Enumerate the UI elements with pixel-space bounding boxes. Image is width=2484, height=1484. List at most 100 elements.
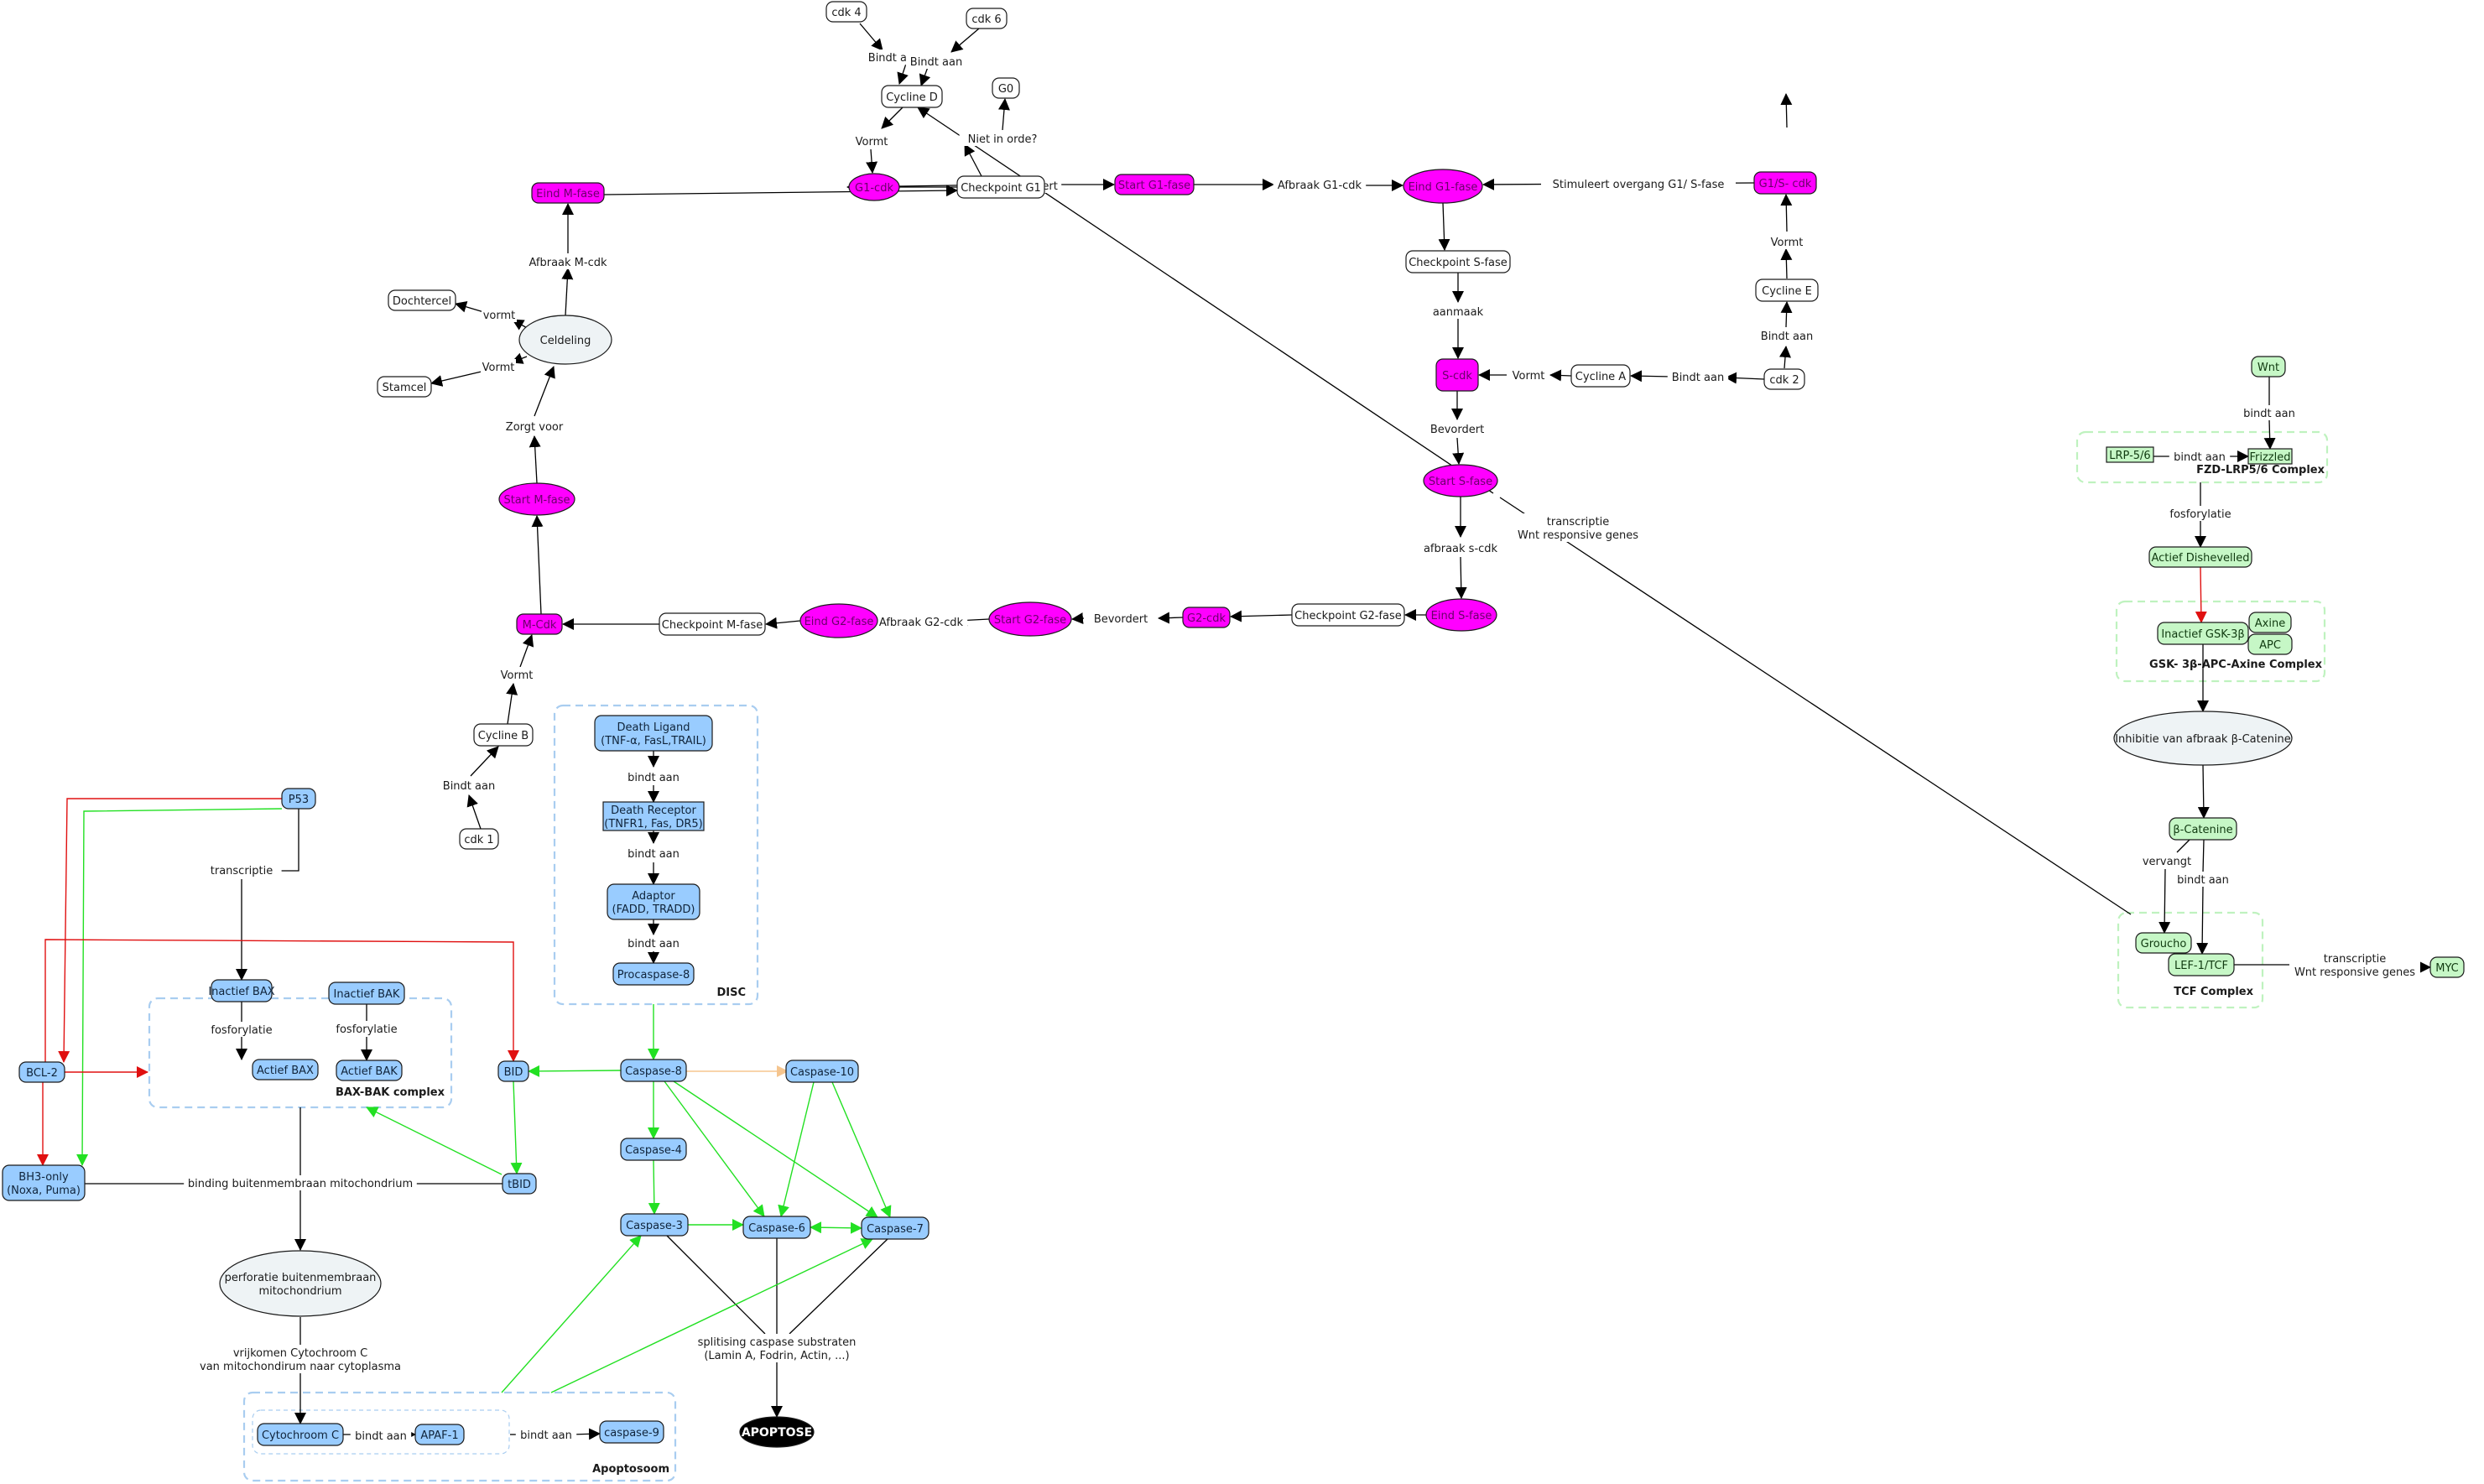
node-deathLigand[interactable]: Death Ligand(TNF-α, FasL,TRAIL) (594, 715, 713, 752)
edge-label: bindt aan (515, 1427, 577, 1442)
node-cdk1[interactable]: cdk 1 (459, 828, 499, 850)
node-shape (211, 979, 273, 1002)
node-inactiefBAK[interactable]: Inactief BAK (328, 982, 405, 1005)
node-caspase9[interactable]: caspase-9 (599, 1420, 664, 1444)
edge-label-text: transcriptie (1547, 516, 1609, 529)
node-g1cdk[interactable]: G1-cdk (848, 173, 900, 201)
node-cdk6[interactable]: cdk 6 (966, 8, 1008, 29)
node-label: mitochondrium (258, 1285, 341, 1298)
node-cyclineB[interactable]: Cycline B (473, 723, 534, 747)
node-g1scdk[interactable]: G1/S- cdk (1753, 171, 1817, 195)
edge-e26b (1071, 612, 1085, 625)
node-startM[interactable]: Start M-fase (498, 482, 575, 516)
node-actiefBAK[interactable]: Actief BAK (336, 1060, 403, 1081)
node-startG1[interactable]: Start G1-fase (1114, 174, 1195, 195)
edge-bc2 (2159, 868, 2171, 934)
node-shape (1435, 358, 1479, 392)
node-eindG1[interactable]: Eind G1-fase (1403, 169, 1483, 204)
node-g0[interactable]: G0 (992, 77, 1020, 99)
node-apaf1[interactable]: APAF-1 (414, 1424, 465, 1445)
node-apoptose[interactable]: APOPTOSE (739, 1416, 815, 1448)
node-bid[interactable]: BID (497, 1060, 529, 1082)
node-shape (336, 1060, 403, 1081)
node-stamcel[interactable]: Stamcel (377, 376, 432, 398)
node-checkpointM[interactable]: Checkpoint M-fase (659, 612, 766, 636)
node-dishevelled[interactable]: Actief Dishevelled (2148, 546, 2252, 568)
node-startG2[interactable]: Start G2-fase (988, 601, 1072, 637)
edge-e20 (1438, 202, 1450, 251)
edge-label-text: splitising caspase substraten (698, 1336, 857, 1349)
node-bcl2[interactable]: BCL-2 (18, 1061, 65, 1083)
node-caspase6[interactable]: Caspase-6 (742, 1216, 811, 1239)
node-deathReceptor[interactable]: Death Receptor(TNFR1, Fas, DR5) (602, 801, 705, 831)
node-label: Groucho (2141, 938, 2187, 950)
node-cdk2[interactable]: cdk 2 (1763, 368, 1805, 390)
node-inactiefBAX[interactable]: Inactief BAX (208, 979, 275, 1002)
node-eindMfase[interactable]: Eind M-fase (531, 182, 605, 204)
node-shape (607, 883, 700, 920)
node-cdk4[interactable]: cdk 4 (825, 1, 867, 23)
node-apc[interactable]: APC (2247, 633, 2293, 655)
node-checkpointG1[interactable]: Checkpoint G1 (956, 175, 1045, 199)
node-groucho[interactable]: Groucho (2135, 932, 2192, 954)
edge-label-text: vormt (483, 310, 516, 322)
node-g2cdk[interactable]: G2-cdk (1182, 607, 1231, 628)
node-p53[interactable]: P53 (281, 788, 316, 810)
group-border (242, 1391, 677, 1482)
node-shape (18, 1061, 65, 1083)
node-celdeling[interactable]: Celdeling (518, 315, 612, 365)
node-checkpointS[interactable]: Checkpoint S-fase (1405, 250, 1511, 273)
node-shape (799, 603, 878, 638)
edge-label-text: fosforylatie (2169, 508, 2231, 521)
node-dochtercel[interactable]: Dochtercel (388, 289, 456, 311)
edge-label-text: transcriptie (211, 865, 273, 877)
node-eindG2[interactable]: Eind G2-fase (799, 603, 878, 638)
node-lrp[interactable]: LRP-5/6 (2106, 446, 2154, 463)
node-caspase4[interactable]: Caspase-4 (620, 1138, 687, 1161)
node-cyclineA[interactable]: Cycline A (1570, 364, 1631, 388)
node-lef1[interactable]: LEF-1/TCF (2168, 953, 2235, 976)
edge-label: transcriptie (201, 862, 282, 877)
edge-label-text: bindt aan (2243, 408, 2295, 420)
node-bcatenine[interactable]: β-Catenine (2169, 817, 2237, 841)
node-gsk3b[interactable]: Inactief GSK-3β (2157, 622, 2249, 645)
node-wnt[interactable]: Wnt (2251, 356, 2286, 378)
edge-label-text: Bindt aan (443, 780, 495, 793)
node-label: G1-cdk (855, 182, 893, 195)
edge-label-text: Bindt aan (910, 56, 962, 69)
node-cyclineD[interactable]: Cycline D (881, 85, 943, 108)
node-inhibitie[interactable]: Inhibitie van afbraak β-Catenine (2113, 711, 2293, 766)
node-caspase3[interactable]: Caspase-3 (620, 1213, 689, 1237)
node-scdk[interactable]: S-cdk (1435, 358, 1479, 392)
edge-g_67 (810, 1221, 862, 1234)
node-tbid[interactable]: tBID (502, 1173, 537, 1195)
node-checkpointG2[interactable]: Checkpoint G2-fase (1291, 603, 1405, 627)
edge-e19 (1549, 369, 1572, 382)
edge-e17 (1779, 346, 1791, 369)
node-bh3[interactable]: BH3-only(Noxa, Puma) (2, 1164, 86, 1201)
edge-label: Bindt aan (1756, 328, 1818, 343)
node-cyclineE[interactable]: Cycline E (1755, 279, 1819, 302)
node-caspase7[interactable]: Caspase-7 (861, 1216, 930, 1240)
node-caspase10[interactable]: Caspase-10 (785, 1060, 859, 1083)
node-adaptor[interactable]: Adaptor(FADD, TRADD) (607, 883, 700, 920)
node-startS[interactable]: Start S-fase (1423, 464, 1498, 497)
node-label: G2-cdk (1187, 612, 1226, 625)
node-axine[interactable]: Axine (2248, 612, 2292, 633)
edge-e16 (1780, 248, 1793, 279)
node-label: Actief Dishevelled (2151, 552, 2249, 565)
edge-label-text: Vormt (482, 362, 515, 374)
node-eindS[interactable]: Eind S-fase (1425, 598, 1497, 632)
node-label: Cycline E (1762, 285, 1812, 298)
node-caspase8[interactable]: Caspase-8 (620, 1059, 687, 1082)
edge-bc1 (2176, 839, 2190, 853)
node-mcdk[interactable]: M-Cdk (516, 613, 563, 635)
node-frizzled[interactable]: Frizzled (2247, 448, 2293, 465)
node-myc[interactable]: MYC (2429, 956, 2465, 978)
node-procaspase8[interactable]: Procaspase-8 (612, 962, 695, 986)
node-shape (531, 182, 605, 204)
node-shape (2113, 711, 2293, 766)
node-actiefBAX[interactable]: Actief BAX (252, 1059, 319, 1080)
node-cytochroomC[interactable]: Cytochroom C (257, 1423, 344, 1446)
